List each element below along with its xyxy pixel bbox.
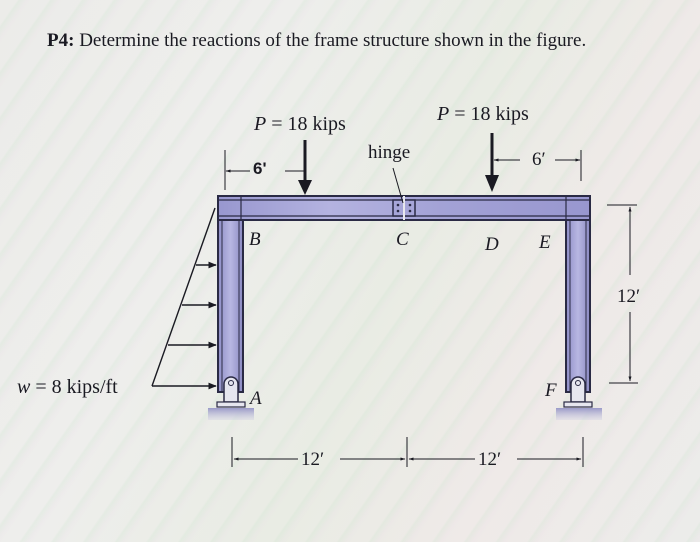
problem-number: P4:: [47, 30, 75, 51]
span-dimensions: [231, 437, 584, 467]
hinge-connection: [392, 167, 416, 220]
point-a-label: A: [250, 388, 262, 409]
point-c-label: C: [396, 229, 409, 250]
problem-text: Determine the reactions of the frame str…: [74, 30, 587, 51]
right-offset-label: 6′: [532, 149, 546, 170]
distributed-load-label: w = 8 kips/ft: [17, 376, 118, 398]
pin-support-a: [208, 376, 254, 420]
left-point-load-arrow: [298, 140, 312, 195]
pin-support-f: [556, 376, 602, 420]
left-offset-label: 6': [253, 159, 267, 178]
point-d-label: D: [485, 234, 499, 255]
left-offset-dimension: [224, 150, 304, 190]
span-left-label: 12′: [301, 449, 325, 470]
distributed-load: [151, 207, 217, 390]
right-column: [565, 219, 591, 393]
right-load-label: P = 18 kips: [437, 103, 529, 125]
point-f-label: F: [545, 380, 557, 401]
right-point-load-arrow: [485, 133, 499, 192]
height-label: 12′: [617, 286, 641, 307]
left-column: [217, 219, 244, 393]
right-offset-dimension: [493, 150, 582, 181]
span-right-label: 12′: [478, 449, 502, 470]
point-e-label: E: [539, 232, 551, 253]
hinge-label: hinge: [368, 142, 411, 163]
left-load-label: P = 18 kips: [254, 113, 346, 135]
problem-statement: P4: Determine the reactions of the frame…: [47, 30, 586, 52]
point-b-label: B: [249, 229, 261, 250]
height-dimension: [607, 204, 638, 384]
